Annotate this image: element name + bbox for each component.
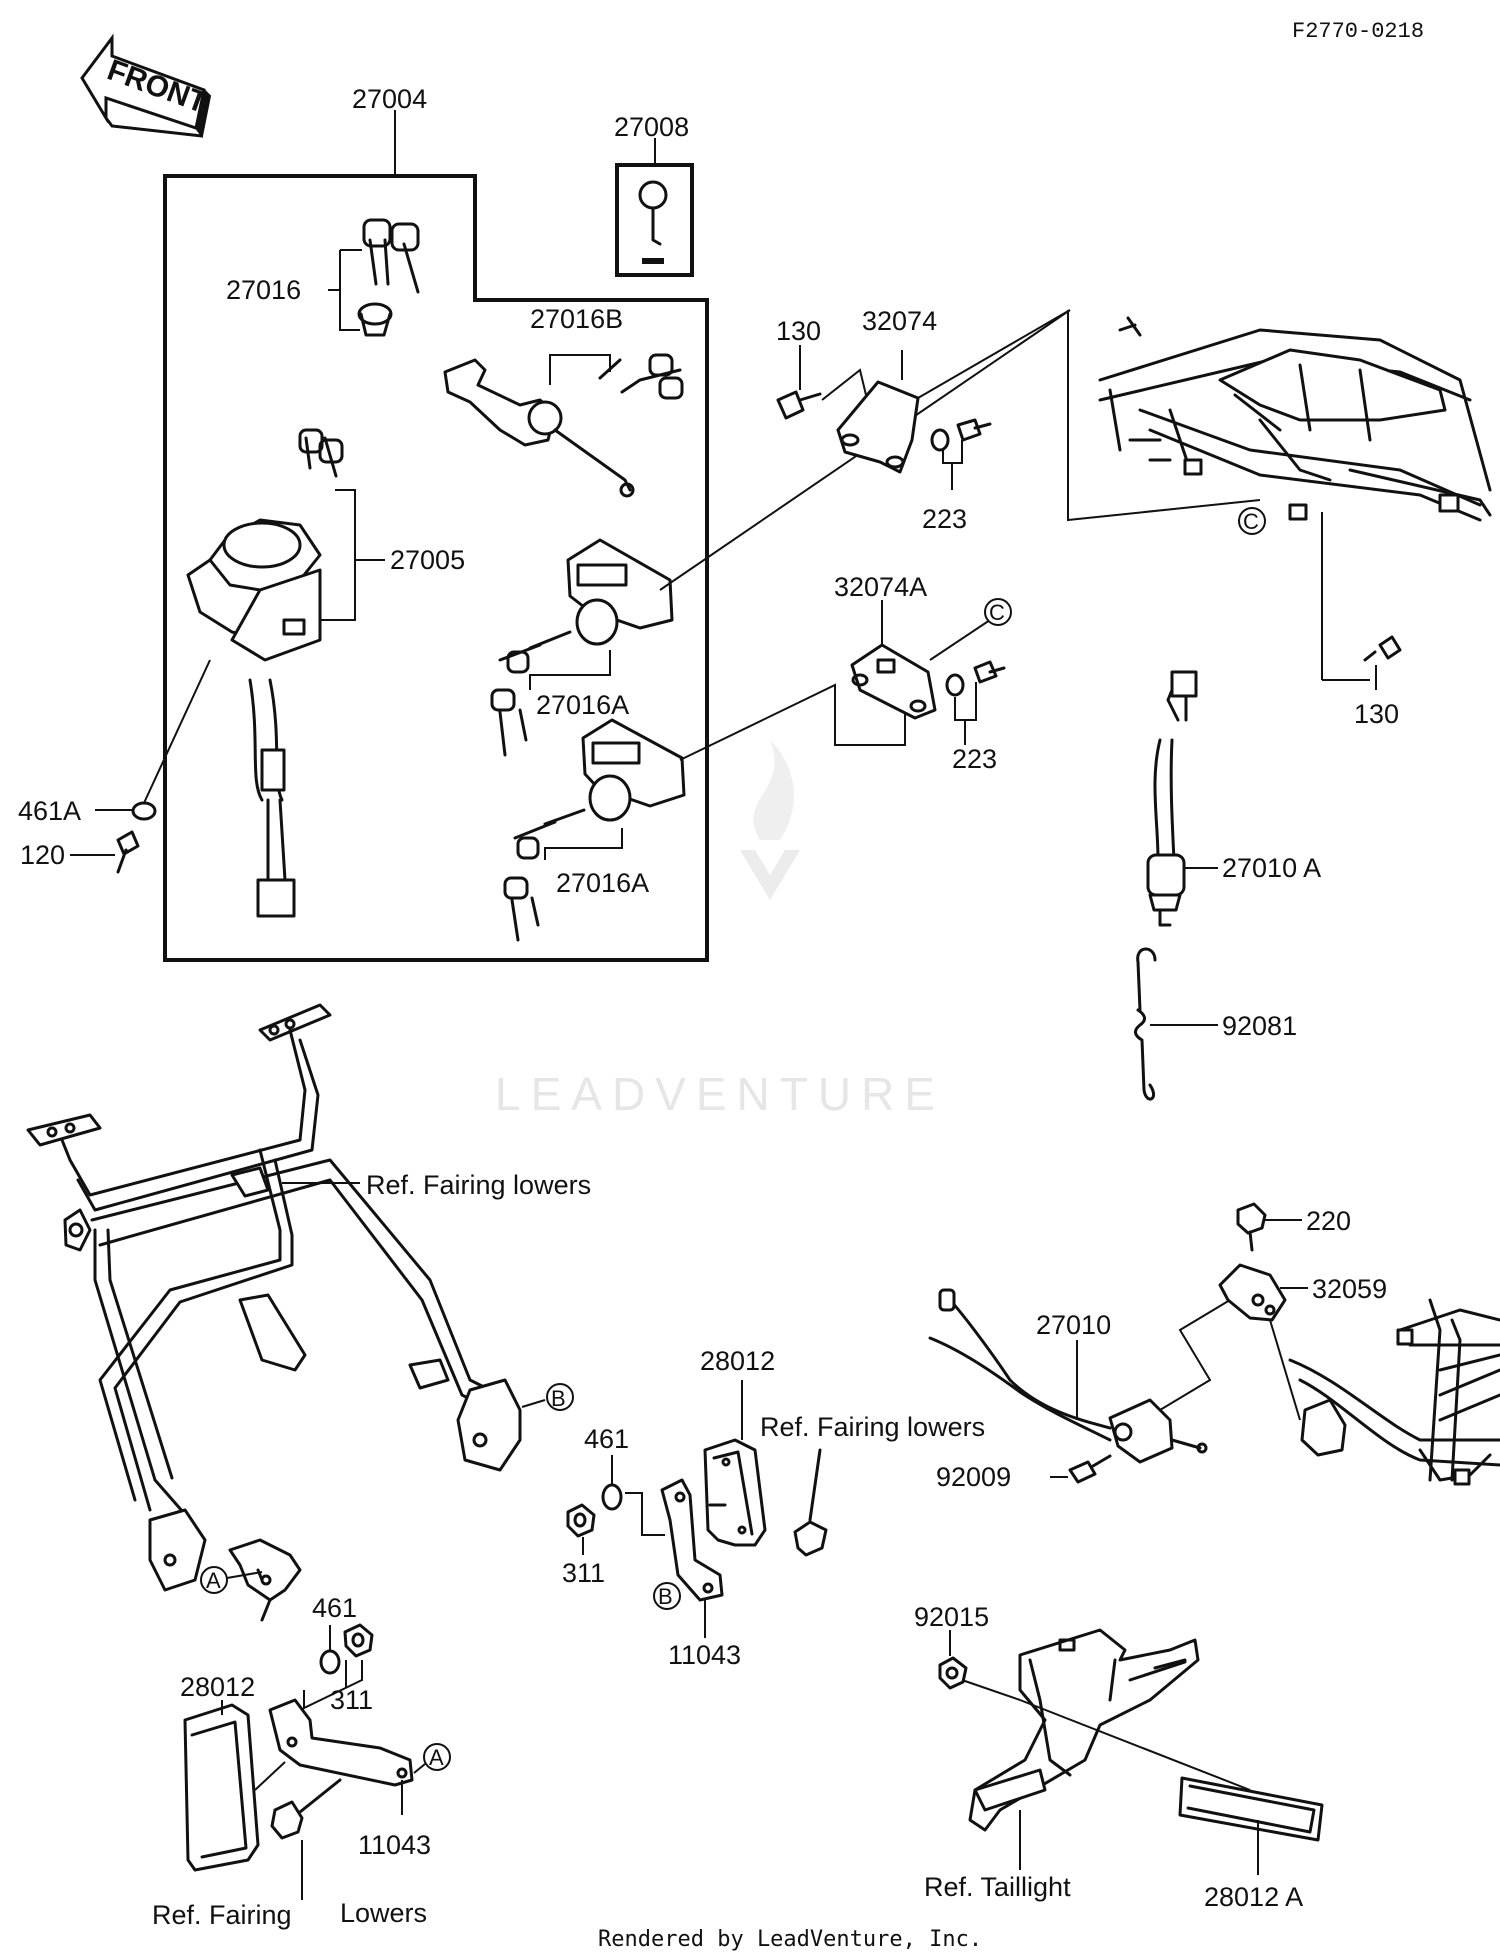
switch-27010A: 27010 A bbox=[1146, 670, 1321, 927]
nut-311-lower: 311 bbox=[330, 1623, 374, 1715]
diagram-code: F2770-0218 bbox=[1292, 19, 1424, 44]
washer-bolt-223-upper: 223 bbox=[917, 309, 1071, 534]
front-arrow-icon: FRONT bbox=[80, 33, 211, 139]
nut-92015: 92015 bbox=[914, 1602, 1021, 1701]
svg-text:C: C bbox=[989, 600, 1005, 625]
label-461-upper: 461 bbox=[584, 1424, 629, 1454]
label-130-lower: 130 bbox=[1354, 699, 1399, 729]
washer-461A: 461A bbox=[18, 659, 211, 826]
label-311-upper: 311 bbox=[562, 1558, 605, 1588]
lock-27016B: 27016B bbox=[443, 304, 684, 498]
ref-fairing-lowers-1: Ref. Fairing lowers bbox=[366, 1170, 591, 1200]
label-27016A-lower: 27016A bbox=[556, 868, 649, 898]
switch-27010: 27010 bbox=[928, 1288, 1231, 1464]
svg-text:B: B bbox=[658, 1584, 673, 1609]
svg-text:C: C bbox=[1243, 509, 1259, 534]
callout-A2: A bbox=[423, 1743, 451, 1771]
bolt-220: 220 bbox=[1236, 1202, 1351, 1252]
bracket-11043-upper: 11043 bbox=[660, 1478, 741, 1670]
label-92081: 92081 bbox=[1222, 1011, 1297, 1041]
label-27008: 27008 bbox=[614, 112, 689, 142]
keys-27016: 27016 bbox=[226, 218, 420, 337]
callout-C2: C bbox=[984, 598, 1012, 626]
lock-27016A-upper: 27016A bbox=[490, 538, 674, 757]
label-32059: 32059 bbox=[1312, 1274, 1387, 1304]
ignition-switch-27005: 27005 bbox=[186, 428, 465, 918]
screw-120: 120 bbox=[20, 830, 140, 874]
label-28012A: 28012 A bbox=[1204, 1882, 1303, 1912]
label-28012-upper: 28012 bbox=[700, 1346, 775, 1376]
label-32074: 32074 bbox=[862, 306, 937, 336]
label-27016: 27016 bbox=[226, 275, 301, 305]
ref-fairing-lowers-3-group: Ref. Fairing Lowers bbox=[152, 1778, 427, 1930]
reflector-28012-lower: 28012 bbox=[180, 1672, 286, 1872]
label-27016B: 27016B bbox=[530, 304, 623, 334]
svg-text:A: A bbox=[206, 1568, 221, 1593]
ref-fairing-lowers-3a: Ref. Fairing bbox=[152, 1900, 292, 1930]
taillight-bracket: Ref. Taillight bbox=[924, 1628, 1251, 1902]
washer-bolt-223-lower: 223 bbox=[945, 660, 1006, 774]
label-92009: 92009 bbox=[936, 1462, 1011, 1492]
ref-taillight: Ref. Taillight bbox=[924, 1872, 1071, 1902]
key-card-27008: 27008 bbox=[614, 112, 694, 277]
label-28012-lower: 28012 bbox=[180, 1672, 255, 1702]
label-27010A: 27010 A bbox=[1222, 853, 1321, 883]
frame-mid-right bbox=[1288, 1298, 1500, 1486]
bracket-32059: 32059 bbox=[1218, 1263, 1387, 1421]
nut-311-upper: 311 bbox=[562, 1503, 605, 1588]
watermark: LEADVENTURE bbox=[495, 740, 945, 1120]
label-27005: 27005 bbox=[390, 545, 465, 575]
footer-credit: Rendered by LeadVenture, Inc. bbox=[598, 1927, 982, 1952]
watermark-text: LEADVENTURE bbox=[495, 1068, 945, 1120]
label-461A: 461A bbox=[18, 796, 81, 826]
screw-92009: 92009 bbox=[936, 1454, 1112, 1492]
callout-B2: B bbox=[653, 1582, 681, 1610]
ref-fairing-lowers-2: Ref. Fairing lowers bbox=[760, 1412, 985, 1442]
washer-461-lower: 461 bbox=[312, 1593, 357, 1675]
bolt-130-upper: 130 bbox=[776, 316, 822, 420]
reflector-28012A: 28012 A bbox=[1178, 1776, 1324, 1912]
spring-92081: 92081 bbox=[1134, 947, 1297, 1101]
label-311-lower: 311 bbox=[330, 1685, 373, 1715]
plate-32074A: 32074A bbox=[834, 572, 991, 720]
ref-fairing-lowers-2-group: Ref. Fairing lowers bbox=[760, 1412, 985, 1557]
callout-A1: A bbox=[200, 1566, 263, 1594]
label-220: 220 bbox=[1306, 1206, 1351, 1236]
label-223-lower: 223 bbox=[952, 744, 997, 774]
svg-text:B: B bbox=[551, 1386, 566, 1411]
label-11043-upper: 11043 bbox=[668, 1640, 741, 1670]
svg-text:A: A bbox=[429, 1745, 444, 1770]
kit-box-27004: 27004 bbox=[163, 84, 709, 962]
label-11043-lower: 11043 bbox=[358, 1830, 431, 1860]
callout-C1: C bbox=[1238, 507, 1266, 535]
washer-461-upper: 461 bbox=[584, 1424, 665, 1536]
label-27016A-upper: 27016A bbox=[536, 690, 629, 720]
bracket-11043-lower: 11043 bbox=[268, 1660, 431, 1860]
frame-rear bbox=[1067, 310, 1492, 681]
bracket-32074: 32074 bbox=[821, 306, 937, 474]
label-461-lower: 461 bbox=[312, 1593, 357, 1623]
ref-fairing-lowers-3b: Lowers bbox=[340, 1898, 427, 1928]
label-92015: 92015 bbox=[914, 1602, 989, 1632]
label-130-upper: 130 bbox=[776, 316, 821, 346]
reflector-28012-upper: 28012 bbox=[700, 1346, 775, 1547]
label-120: 120 bbox=[20, 840, 65, 870]
fairing-bracket: Ref. Fairing lowers bbox=[26, 1003, 591, 1622]
bolt-130-lower: 130 bbox=[1354, 635, 1402, 729]
label-27010: 27010 bbox=[1036, 1310, 1111, 1340]
label-27004: 27004 bbox=[352, 84, 427, 114]
lock-27016A-lower: 27016A bbox=[503, 718, 686, 942]
label-32074A: 32074A bbox=[834, 572, 927, 602]
callout-B1: B bbox=[546, 1383, 574, 1411]
label-223-upper: 223 bbox=[922, 504, 967, 534]
